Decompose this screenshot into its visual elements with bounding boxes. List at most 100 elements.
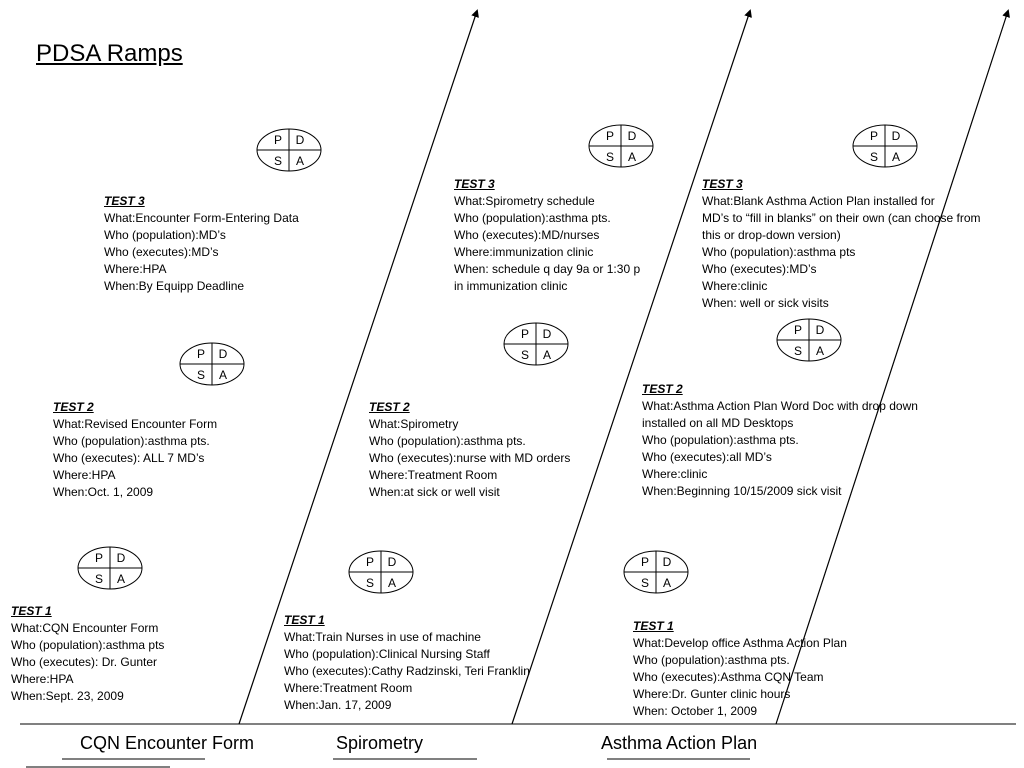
pdsa-letter-s: S — [606, 150, 614, 164]
test-line: What:Spirometry — [369, 417, 459, 431]
test-line: in immunization clinic — [454, 279, 568, 293]
pdsa-letter-p: P — [197, 347, 205, 361]
test-line: Who (executes): ALL 7 MD’s — [53, 451, 205, 465]
test-line: Who (executes):MD’s — [104, 245, 219, 259]
test-line: What:CQN Encounter Form — [11, 621, 159, 635]
pdsa-letter-a: A — [117, 572, 125, 586]
pdsa-letter-p: P — [366, 555, 374, 569]
test-line: Who (executes):Asthma CQN Team — [633, 670, 824, 684]
test-line: Who (population):Clinical Nursing Staff — [284, 647, 490, 661]
pdsa-letter-p: P — [274, 133, 282, 147]
pdsa-letter-d: D — [628, 129, 637, 143]
test-line: Who (executes):all MD’s — [642, 450, 772, 464]
pdsa-letter-a: A — [296, 154, 304, 168]
test-block-cqn-2: TEST 2 What:Revised Encounter Form Who (… — [53, 399, 217, 501]
test-line: Where:clinic — [702, 279, 768, 293]
test-line: When:at sick or well visit — [369, 485, 500, 499]
page-title: PDSA Ramps — [36, 40, 183, 67]
test-line: Who (executes):nurse with MD orders — [369, 451, 571, 465]
pdsa-letter-p: P — [521, 327, 529, 341]
pdsa-letter-a: A — [628, 150, 636, 164]
pdsa-letter-p: P — [606, 129, 614, 143]
test-line: What:Encounter Form-Entering Data — [104, 211, 299, 225]
pdsa-letter-d: D — [892, 129, 901, 143]
test-line: Who (population):asthma pts. — [633, 653, 790, 667]
test-line: What:Train Nurses in use of machine — [284, 630, 481, 644]
test-line: Who (population):asthma pts — [11, 638, 165, 652]
test-line: When: October 1, 2009 — [633, 704, 758, 718]
test-line: Who (population):asthma pts. — [53, 434, 210, 448]
ramp-label-spirometry: Spirometry — [336, 733, 424, 753]
ramp-label-cqn-encounter-form: CQN Encounter Form — [80, 733, 255, 753]
test-line: What:Develop office Asthma Action Plan — [633, 636, 847, 650]
pdsa-letter-s: S — [366, 576, 374, 590]
test-block-cqn-3: TEST 3 What:Encounter Form-Entering Data… — [104, 193, 299, 295]
test-block-spirometry-3: TEST 3 What:Spirometry schedule Who (pop… — [454, 176, 640, 295]
test-line: Who (executes):MD’s — [702, 262, 817, 276]
pdsa-letter-p: P — [95, 551, 103, 565]
pdsa-letter-a: A — [388, 576, 396, 590]
test-line: Who (population):MD’s — [104, 228, 226, 242]
test-block-asthma-1: TEST 1 What:Develop office Asthma Action… — [633, 618, 847, 720]
test-line: Who (population):asthma pts. — [369, 434, 526, 448]
ramp-arrow-2 — [511, 9, 752, 725]
test-line: Where:Treatment Room — [284, 681, 413, 695]
pdsa-letter-d: D — [296, 133, 305, 147]
test-block-cqn-1: TEST 1 What:CQN Encounter Form Who (popu… — [11, 603, 164, 705]
pdsa-letter-d: D — [388, 555, 397, 569]
test-heading: TEST 3 — [702, 177, 743, 191]
ramp-arrow-1 — [238, 9, 479, 725]
test-line: Where:HPA — [53, 468, 116, 482]
test-line: When: schedule q day 9a or 1:30 p — [454, 262, 641, 276]
pdsa-letter-a: A — [543, 348, 551, 362]
test-heading: TEST 3 — [104, 194, 145, 208]
test-heading: TEST 3 — [454, 177, 495, 191]
pdsa-letter-s: S — [794, 344, 802, 358]
test-line: What:Revised Encounter Form — [53, 417, 218, 431]
test-line: When:Jan. 17, 2009 — [284, 698, 392, 712]
test-line: Where:HPA — [11, 672, 74, 686]
pdsa-letter-p: P — [870, 129, 878, 143]
test-line: What:Blank Asthma Action Plan installed … — [702, 194, 935, 208]
pdsa-letter-d: D — [117, 551, 126, 565]
ramp-arrow-3 — [775, 9, 1010, 725]
test-line: Where:Dr. Gunter clinic hours — [633, 687, 791, 701]
test-line: this or drop-down version) — [702, 228, 841, 242]
pdsa-letter-p: P — [794, 323, 802, 337]
pdsa-letter-d: D — [219, 347, 228, 361]
pdsa-letter-s: S — [95, 572, 103, 586]
test-line: Where:clinic — [642, 467, 708, 481]
test-heading: TEST 1 — [633, 619, 674, 633]
test-block-asthma-3: TEST 3 What:Blank Asthma Action Plan ins… — [702, 176, 981, 312]
pdsa-letter-s: S — [870, 150, 878, 164]
test-line: What:Asthma Action Plan Word Doc with dr… — [642, 399, 918, 413]
test-block-spirometry-2: TEST 2 What:Spirometry Who (population):… — [369, 399, 570, 501]
pdsa-letter-p: P — [641, 555, 649, 569]
test-line: When: well or sick visits — [702, 296, 829, 310]
test-line: Who (executes):MD/nurses — [454, 228, 600, 242]
pdsa-letter-s: S — [197, 368, 205, 382]
test-line: Who (executes): Dr. Gunter — [11, 655, 158, 669]
test-line: installed on all MD Desktops — [642, 416, 794, 430]
pdsa-letter-s: S — [521, 348, 529, 362]
test-heading: TEST 1 — [11, 604, 52, 618]
pdsa-letter-a: A — [816, 344, 824, 358]
test-heading: TEST 2 — [369, 400, 410, 414]
test-heading: TEST 2 — [53, 400, 94, 414]
test-line: Where:Treatment Room — [369, 468, 498, 482]
pdsa-letter-s: S — [641, 576, 649, 590]
pdsa-letter-d: D — [816, 323, 825, 337]
test-line: What:Spirometry schedule — [454, 194, 595, 208]
